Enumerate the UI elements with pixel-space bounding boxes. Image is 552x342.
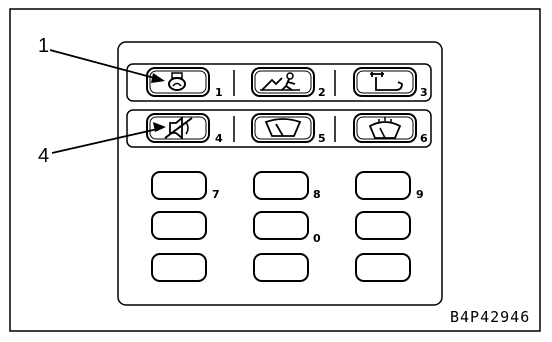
- keypad-key-right-bottom[interactable]: [355, 253, 411, 282]
- wiper-icon: [264, 118, 302, 137]
- svg-text:4: 4: [38, 145, 49, 167]
- buzzer-cancel-switch-button[interactable]: [146, 113, 210, 143]
- washer-switch-button[interactable]: [353, 113, 417, 143]
- switch-number-1: 1: [215, 86, 223, 99]
- switch-number-6: 6: [420, 132, 428, 145]
- switch-number-4: 4: [215, 132, 223, 145]
- work-mode-icon: [260, 72, 300, 91]
- keypad: 7 8 9 0: [151, 171, 424, 282]
- svg-text:1: 1: [38, 35, 49, 57]
- keypad-key-right-middle[interactable]: [355, 211, 411, 240]
- switch-number-3: 3: [420, 86, 428, 99]
- keypad-key-left-middle[interactable]: [151, 211, 207, 240]
- switch-row-1: [126, 63, 432, 102]
- callout-1: 1: [38, 35, 165, 83]
- washer-icon: [368, 117, 402, 139]
- keypad-key-center-bottom[interactable]: [253, 253, 309, 282]
- figure-code: B4P42946: [450, 308, 530, 326]
- keypad-number-0: 0: [313, 232, 321, 245]
- buzzer-cancel-icon: [164, 116, 193, 140]
- switch-row-2: [126, 109, 432, 148]
- keypad-key-7[interactable]: [151, 171, 207, 200]
- keypad-number-9: 9: [416, 188, 424, 201]
- boom-icon: [370, 72, 403, 91]
- keypad-key-9[interactable]: [355, 171, 411, 200]
- boom-switch-button[interactable]: [353, 67, 417, 97]
- switch-number-2: 2: [318, 86, 326, 99]
- engine-switch-button[interactable]: [146, 67, 210, 97]
- monitor-panel: [117, 41, 443, 306]
- callout-4: 4: [38, 122, 166, 167]
- engine-icon: [168, 72, 186, 91]
- figure-frame: [9, 8, 541, 332]
- wiper-switch-button[interactable]: [251, 113, 315, 143]
- switch-number-5: 5: [318, 132, 326, 145]
- work-mode-switch-button[interactable]: [251, 67, 315, 97]
- keypad-key-0[interactable]: [253, 211, 309, 240]
- keypad-number-8: 8: [313, 188, 321, 201]
- keypad-key-8[interactable]: [253, 171, 309, 200]
- keypad-key-left-bottom[interactable]: [151, 253, 207, 282]
- row-separators: [233, 70, 336, 142]
- keypad-number-7: 7: [212, 188, 220, 201]
